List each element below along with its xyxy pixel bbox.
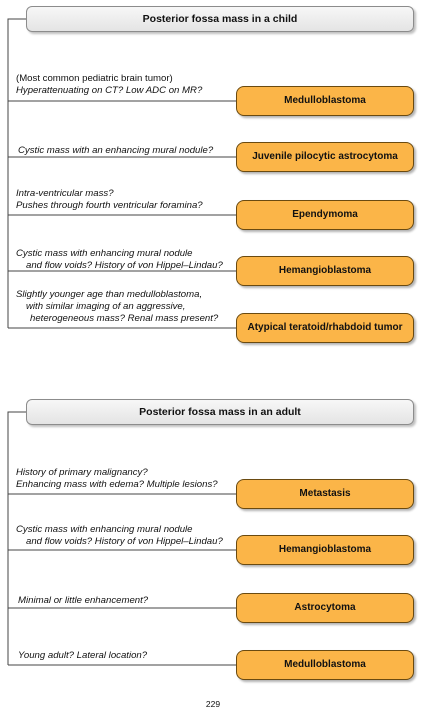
adult-diagnosis-metastasis: Metastasis xyxy=(236,479,414,509)
page-number: 229 xyxy=(205,699,221,709)
child-diagnosis-hemangioblastoma: Hemangioblastoma xyxy=(236,256,414,286)
child-question-5: Slightly younger age than medulloblastom… xyxy=(16,289,219,324)
child-question-2: Cystic mass with an enhancing mural nodu… xyxy=(18,145,214,156)
adult-diagnosis-hemangioblastoma: Hemangioblastoma xyxy=(236,535,414,565)
child-question-4: Cystic mass with enhancing mural nodule … xyxy=(16,248,223,271)
child-diagnosis-medulloblastoma: Medulloblastoma xyxy=(236,86,414,116)
adult-question-1: History of primary malignancy? Enhancing… xyxy=(16,467,218,490)
child-question-3: Intra-ventricular mass? Pushes through f… xyxy=(16,188,203,211)
adult-diagnosis-medulloblastoma: Medulloblastoma xyxy=(236,650,414,680)
child-diagnosis-ependymoma: Ependymoma xyxy=(236,200,414,230)
adult-question-3: Minimal or little enhancement? xyxy=(18,595,149,606)
child-diagnosis-atrt: Atypical teratoid/rhabdoid tumor xyxy=(236,313,414,343)
adult-diagnosis-astrocytoma: Astrocytoma xyxy=(236,593,414,623)
child-section-title: Posterior fossa mass in a child xyxy=(26,6,414,32)
adult-section-title: Posterior fossa mass in an adult xyxy=(26,399,414,425)
child-diagnosis-pilocytic-astrocytoma: Juvenile pilocytic astrocytoma xyxy=(236,142,414,172)
child-question-1: (Most common pediatric brain tumor) Hype… xyxy=(16,73,203,96)
adult-question-2: Cystic mass with enhancing mural nodule … xyxy=(16,524,223,547)
adult-question-4: Young adult? Lateral location? xyxy=(18,650,148,661)
